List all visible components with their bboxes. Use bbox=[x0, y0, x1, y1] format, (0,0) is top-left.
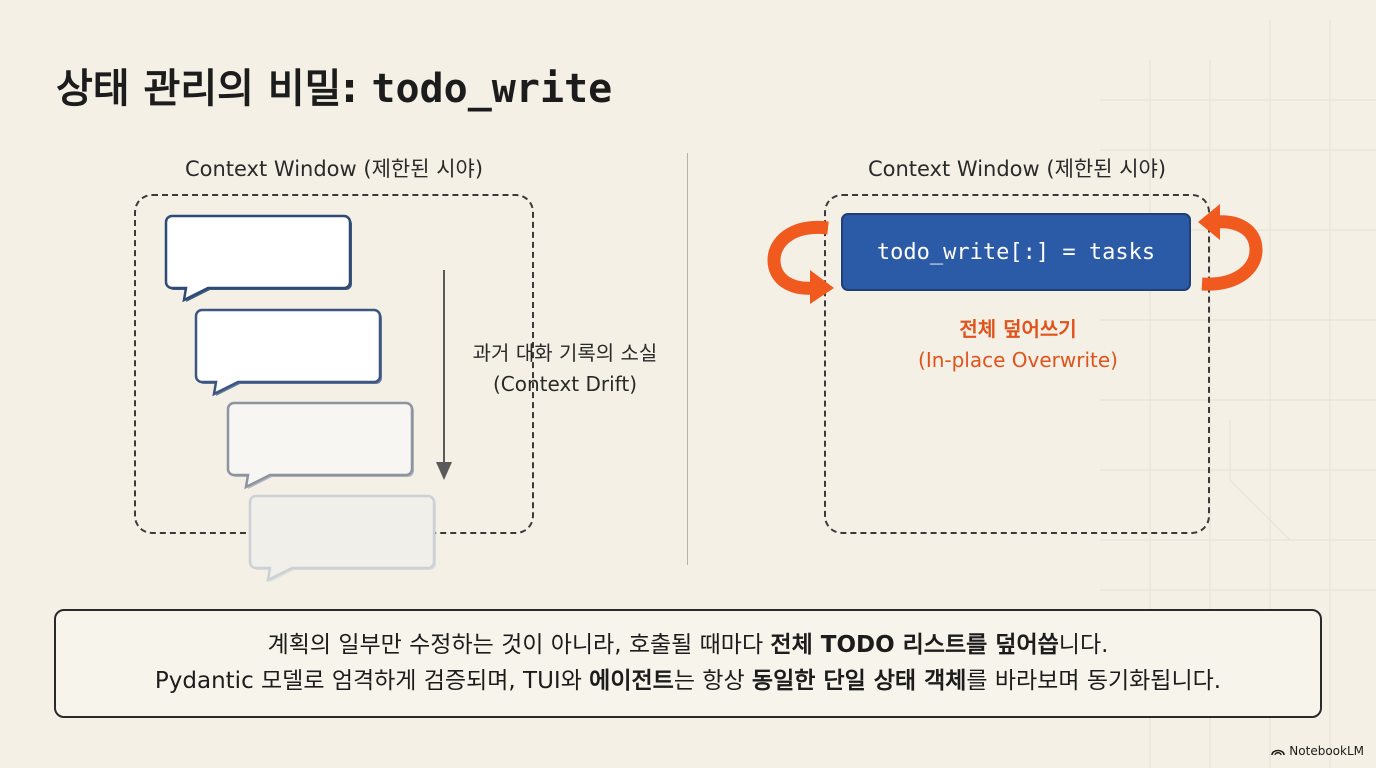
speech-bubble-icon bbox=[194, 308, 382, 397]
overwrite-label: 전체 덮어쓰기 (In-place Overwrite) bbox=[868, 314, 1168, 376]
overwrite-label-en: (In-place Overwrite) bbox=[918, 348, 1118, 372]
todo-write-code-box: todo_write[:] = tasks bbox=[841, 213, 1191, 291]
right-context-window bbox=[824, 194, 1210, 534]
summary-text: 를 바라보며 동기화됩니다. bbox=[966, 668, 1222, 694]
context-drift-label: 과거 대화 기록의 소실 (Context Drift) bbox=[456, 338, 674, 400]
overwrite-label-ko: 전체 덮어쓰기 bbox=[959, 317, 1077, 341]
title-code: todo_write bbox=[371, 66, 613, 112]
brand-name: NotebookLM bbox=[1289, 744, 1364, 758]
panel-divider bbox=[687, 153, 688, 565]
loop-arrow-icon bbox=[1198, 204, 1263, 291]
speech-bubble-icon bbox=[164, 214, 352, 303]
speech-bubble-icon bbox=[226, 401, 414, 490]
title-prefix: 상태 관리의 비밀: bbox=[56, 66, 372, 112]
page-title: 상태 관리의 비밀: todo_write bbox=[56, 56, 612, 114]
summary-line-1: 계획의 일부만 수정하는 것이 아니라, 호출될 때마다 전체 TODO 리스트… bbox=[56, 627, 1320, 663]
drift-label-ko: 과거 대화 기록의 소실 bbox=[472, 341, 658, 365]
loop-arrow-icon bbox=[767, 220, 834, 304]
summary-line-2: Pydantic 모델로 엄격하게 검증되며, TUI와 에이전트는 항상 동일… bbox=[56, 663, 1320, 699]
summary-emphasis: 전체 TODO 리스트를 덮어씁 bbox=[770, 632, 1059, 658]
down-arrow-icon bbox=[436, 270, 452, 480]
summary-emphasis: 동일한 단일 상태 객체 bbox=[751, 668, 967, 694]
right-window-label: Context Window (제한된 시야) bbox=[867, 157, 1167, 181]
summary-emphasis: 에이전트 bbox=[589, 668, 674, 694]
left-window-label: Context Window (제한된 시야) bbox=[184, 157, 484, 181]
summary-text: 니다. bbox=[1058, 632, 1109, 658]
summary-text: 계획의 일부만 수정하는 것이 아니라, 호출될 때마다 bbox=[267, 632, 771, 658]
summary-text: Pydantic 모델로 엄격하게 검증되며, TUI와 bbox=[154, 668, 590, 694]
speech-bubble-icon bbox=[248, 494, 436, 583]
drift-label-en: (Context Drift) bbox=[492, 372, 638, 396]
brand-watermark: NotebookLM bbox=[1271, 744, 1364, 758]
summary-box: 계획의 일부만 수정하는 것이 아니라, 호출될 때마다 전체 TODO 리스트… bbox=[54, 609, 1322, 718]
notebooklm-logo-icon bbox=[1271, 749, 1286, 756]
summary-text: 는 항상 bbox=[673, 668, 752, 694]
